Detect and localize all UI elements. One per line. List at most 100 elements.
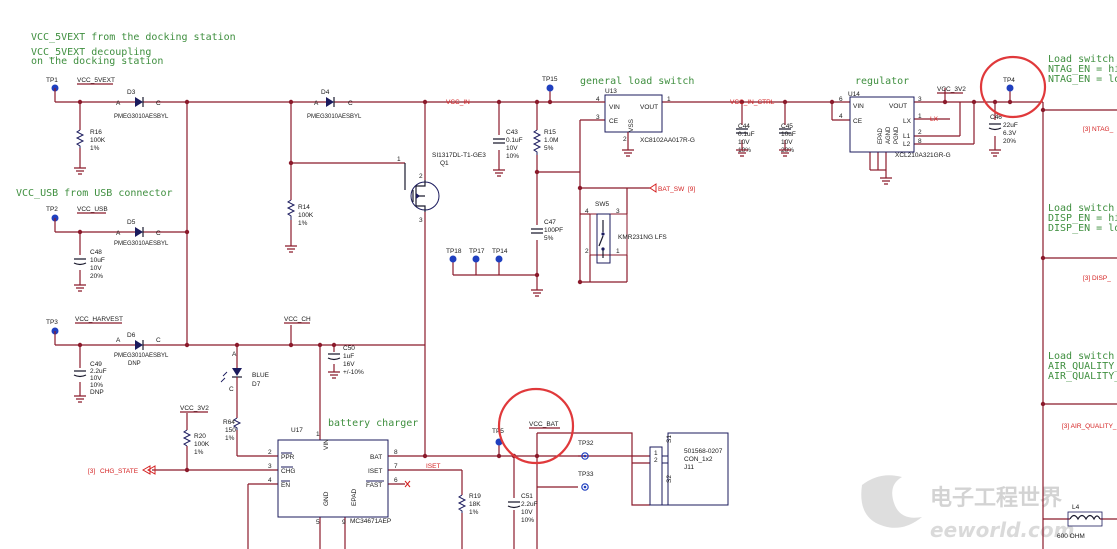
svg-text:10%: 10% — [521, 517, 534, 524]
j11-con: CON_1x2 — [684, 456, 713, 463]
net-ntag: [3] NTAG_ — [1083, 126, 1114, 133]
note-load-switch-2: Load switch — [1048, 203, 1114, 214]
resistor-r20: R20 100K 1% — [182, 429, 210, 456]
svg-text:R14: R14 — [298, 204, 310, 211]
highlight-tp4-circle — [979, 55, 1047, 119]
svg-text:9: 9 — [342, 519, 346, 526]
svg-text:+/-10%: +/-10% — [343, 369, 364, 376]
net-vcc-in-ctrl: VCC_IN_CTRL — [730, 99, 775, 106]
svg-text:1: 1 — [654, 450, 658, 457]
svg-text:10uF: 10uF — [781, 131, 796, 138]
net-chg-state: CHG_STATE — [100, 468, 139, 475]
tp18-dot — [449, 255, 457, 263]
svg-text:1%: 1% — [469, 509, 479, 516]
u14-ref: U14 — [848, 91, 860, 98]
svg-text:C48: C48 — [90, 249, 102, 256]
svg-text:AGND: AGND — [886, 126, 892, 144]
svg-text:L2: L2 — [903, 141, 911, 148]
d7-ref: D7 — [252, 381, 261, 388]
svg-text:10%: 10% — [506, 153, 519, 160]
resistor-r15: R15 1.0M 5% — [532, 129, 558, 155]
ic-u13: U13 VIN VOUT CE VSS 4 1 3 2 XC8102AA017R… — [596, 88, 695, 144]
svg-text:C: C — [156, 337, 161, 344]
tp33-dot — [581, 483, 589, 491]
svg-text:R16: R16 — [90, 129, 102, 136]
svg-text:R19: R19 — [469, 493, 481, 500]
note-ntag-en-hi: NTAG_EN = hi — [1048, 64, 1117, 75]
net-chg-state-page: [3] — [88, 468, 95, 475]
svg-text:1: 1 — [397, 156, 401, 163]
svg-text:2: 2 — [268, 449, 272, 456]
diode-d3: A C D3 PMEG3010AESBYL — [114, 89, 169, 120]
note-disp-en-hi: DISP_EN = hi — [1048, 213, 1117, 224]
svg-text:3: 3 — [616, 208, 620, 215]
capacitor-c48: C48 10uF 10V 20% — [73, 249, 105, 280]
note-ntag-en-lo: NTAG_EN = lo — [1048, 74, 1117, 85]
svg-text:A: A — [232, 351, 237, 358]
net-air-quality: [3] AIR_QUALITY_ — [1062, 423, 1117, 430]
tp17-dot — [472, 255, 480, 263]
u13-ref: U13 — [605, 88, 617, 95]
svg-text:DNP: DNP — [90, 389, 104, 396]
svg-text:2: 2 — [654, 457, 658, 464]
capacitor-c50: C50 1uF 16V +/-10% — [327, 345, 364, 376]
d6-dnp: DNP — [128, 361, 141, 367]
svg-text:C43: C43 — [506, 129, 518, 136]
capacitor-c47: C47 100PF 5% — [531, 219, 563, 242]
svg-text:ISET: ISET — [368, 468, 382, 475]
svg-text:C47: C47 — [544, 219, 556, 226]
svg-text:5%: 5% — [544, 235, 554, 242]
svg-text:1: 1 — [616, 248, 620, 255]
svg-text:C: C — [229, 386, 234, 393]
net-labels: VCC_5VEXT VCC_USB VCC_HARVEST VCC_IN VCC… — [75, 77, 1117, 475]
svg-text:C49: C49 — [90, 361, 102, 368]
led-d7: A C BLUE D7 — [220, 351, 270, 393]
svg-text:8: 8 — [394, 449, 398, 456]
j11-ref: J11 — [684, 464, 694, 471]
tp4-label: TP4 — [1003, 77, 1015, 84]
svg-text:C: C — [156, 100, 161, 107]
svg-text:VOUT: VOUT — [889, 103, 907, 110]
u17-part: MC34671AEP — [350, 518, 391, 525]
diode-d5: A C D5 PMEG3010AESBYL — [114, 219, 169, 247]
j11-part: 501568-0207 — [684, 448, 723, 455]
note-load-switch-3: Load switch — [1048, 351, 1114, 362]
svg-text:3: 3 — [419, 217, 423, 224]
svg-text:CE: CE — [853, 118, 863, 125]
svg-text:1%: 1% — [298, 220, 308, 227]
svg-text:A: A — [314, 100, 319, 107]
note-general-load-switch: general load switch — [580, 76, 694, 87]
svg-text:3: 3 — [268, 463, 272, 470]
l4-ref: L4 — [1072, 504, 1080, 511]
svg-text:A: A — [116, 337, 121, 344]
resistor-r14: R14 100K 1% — [286, 199, 314, 227]
note-air-quality-1: AIR_QUALITY_ — [1048, 361, 1117, 372]
svg-text:S2: S2 — [666, 475, 673, 483]
tp3-label: TP3 — [46, 319, 58, 326]
mosfet-q1: 1 2 3 SI1317DL-T1-GE3 Q1 — [397, 152, 486, 224]
d4-part: PMEG3010AESBYL — [307, 114, 362, 120]
tp15-label: TP15 — [542, 76, 558, 83]
svg-text:CE: CE — [609, 118, 619, 125]
note-regulator: regulator — [855, 76, 909, 87]
u14-part: XCL210A321GR-G — [895, 152, 951, 159]
svg-text:8: 8 — [918, 138, 922, 145]
note-vcc5vext-dock: on the docking station — [31, 56, 163, 67]
svg-text:1.0M: 1.0M — [544, 137, 558, 144]
net-vcc-harvest: VCC_HARVEST — [75, 316, 123, 323]
svg-text:18K: 18K — [469, 501, 481, 508]
tp33-label: TP33 — [578, 471, 594, 478]
sw5-ref: SW5 — [595, 201, 609, 208]
svg-text:1: 1 — [918, 113, 922, 120]
d5-part: PMEG3010AESBYL — [114, 241, 169, 247]
comment-notes: VCC_5VEXT from the docking station VCC_5… — [16, 32, 1117, 429]
svg-text:C44: C44 — [738, 123, 750, 130]
l4-value: 600 OHM — [1057, 533, 1085, 540]
d7-color: BLUE — [252, 372, 270, 379]
capacitor-c45: C45 10uF 10V 20% — [779, 123, 796, 154]
svg-text:10V: 10V — [506, 145, 518, 152]
svg-text:C46: C46 — [990, 114, 1002, 121]
tp18-label: TP18 — [446, 248, 462, 255]
svg-text:100K: 100K — [298, 212, 314, 219]
svg-text:A: A — [116, 230, 121, 237]
